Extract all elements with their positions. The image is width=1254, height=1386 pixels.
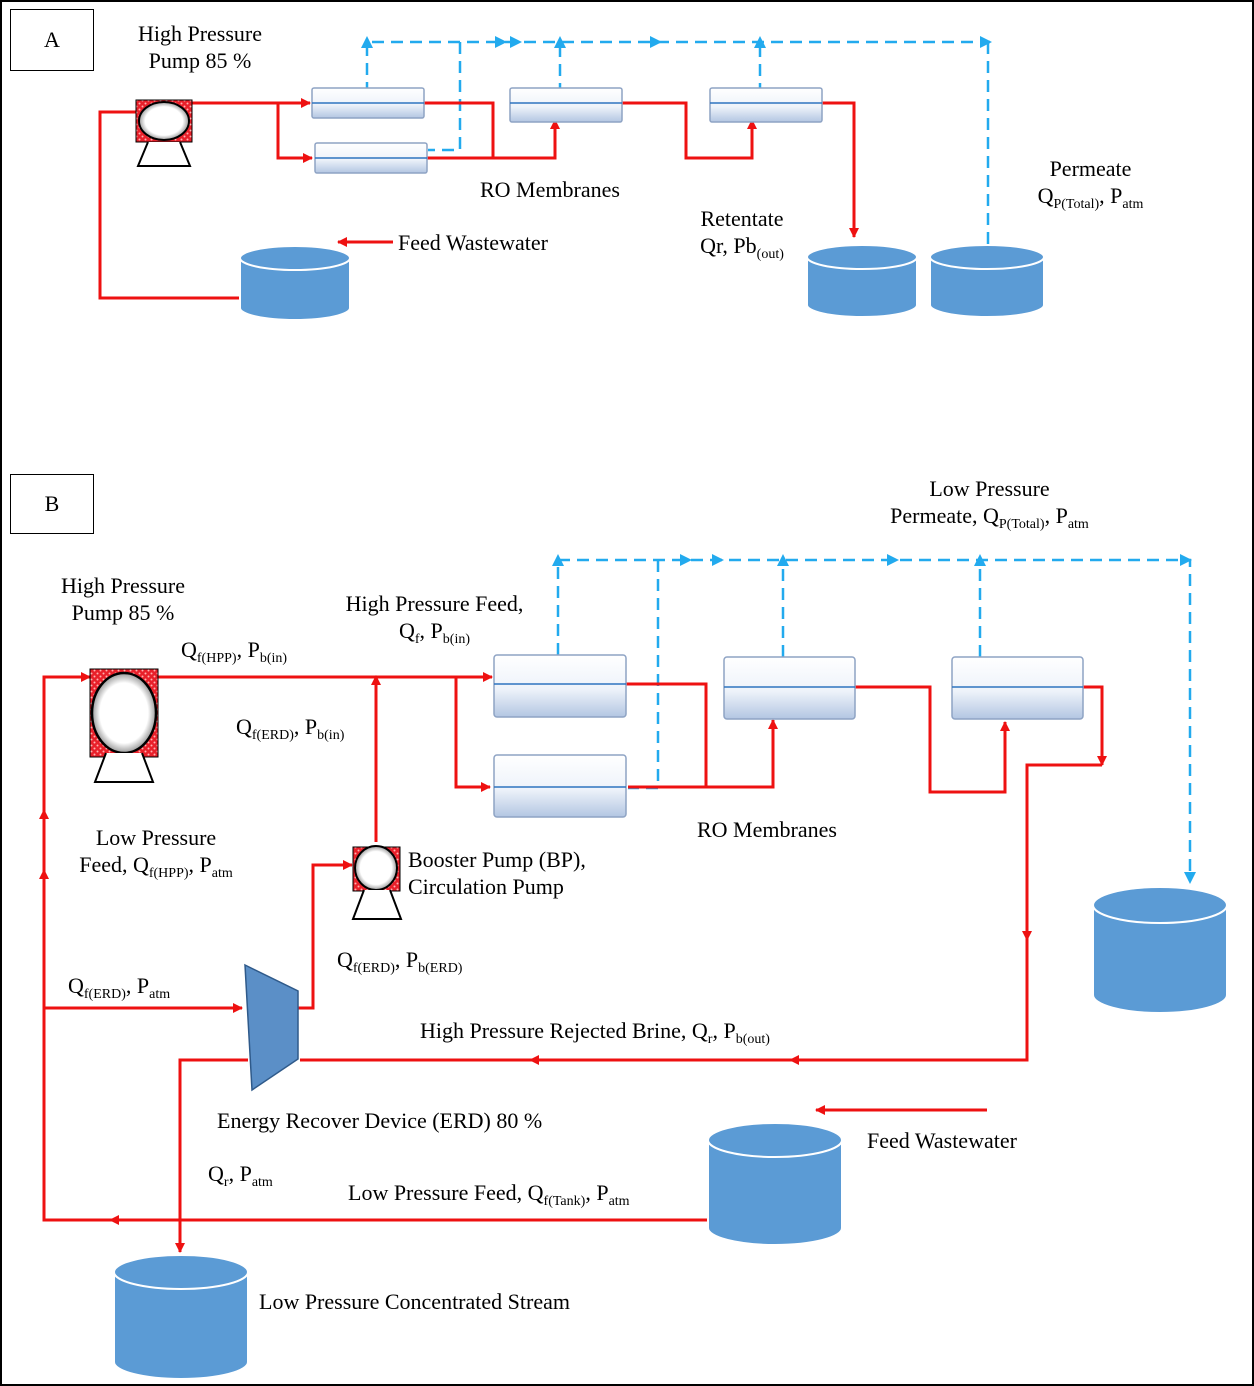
b-feed-label: Feed Wastewater (867, 1128, 1017, 1153)
panel-b-diagram (39, 554, 1196, 1253)
b-lp-permeate-label: Low Pressure Permeate, QP(Total), Patm (890, 476, 1089, 532)
b-qf-erd-in-label: Qf(ERD), Pb(in) (236, 714, 345, 743)
a-feed-label: Feed Wastewater (398, 230, 548, 255)
b-lp-feed-label: Low Pressure Feed, Qf(HPP), Patm (79, 825, 233, 881)
a-permeate-label: Permeate QP(Total), Patm (1037, 156, 1144, 212)
tank-permeate-b (1092, 886, 1228, 1014)
energy-recovery-device-icon (244, 963, 299, 1092)
tank-concentrated-b (113, 1254, 249, 1380)
b-concentrated-label: Low Pressure Concentrated Stream (259, 1289, 570, 1314)
b-booster-label: Booster Pump (BP),Circulation Pump (408, 847, 586, 899)
tank-feed-b (707, 1122, 843, 1246)
ro-membrane-a2 (314, 142, 428, 174)
b-qr-atm-label: Qr, Patm (208, 1161, 273, 1190)
a-membranes-label: RO Membranes (480, 177, 620, 202)
ro-membrane-a4 (709, 87, 823, 123)
ro-membrane-b2 (493, 754, 627, 818)
b-brine-label: High Pressure Rejected Brine, Qr, Pb(out… (420, 1018, 770, 1047)
b-qf-hpp-label: Qf(HPP), Pb(in) (181, 637, 288, 666)
ro-membrane-b1 (493, 654, 627, 718)
b-lp-feed-tank-label: Low Pressure Feed, Qf(Tank), Patm (348, 1180, 630, 1209)
a-retentate-label: Retentate Qr, Pb(out) (700, 206, 784, 262)
tank-permeate-a (929, 244, 1045, 318)
ro-membrane-a1 (311, 87, 425, 119)
b-qf-erd-b-label: Qf(ERD), Pb(ERD) (337, 947, 463, 976)
b-hp-feed-label: High Pressure Feed, Qf, Pb(in) (345, 591, 524, 647)
panel-b-label: B (10, 474, 94, 534)
high-pressure-pump-b-icon (89, 668, 159, 783)
panel-a-label: A (10, 9, 94, 71)
high-pressure-pump-a-icon (135, 99, 193, 167)
b-erd-label: Energy Recover Device (ERD) 80 % (217, 1108, 543, 1133)
booster-pump-icon (351, 845, 403, 920)
ro-membrane-b4 (951, 656, 1084, 720)
ro-membrane-a3 (509, 87, 623, 123)
tank-retentate-a (806, 244, 918, 318)
tank-feed-a (239, 245, 351, 321)
b-qf-erd-atm-label: Qf(ERD), Patm (68, 973, 171, 1002)
b-membranes-label: RO Membranes (697, 817, 837, 842)
ro-membrane-b3 (723, 656, 856, 720)
